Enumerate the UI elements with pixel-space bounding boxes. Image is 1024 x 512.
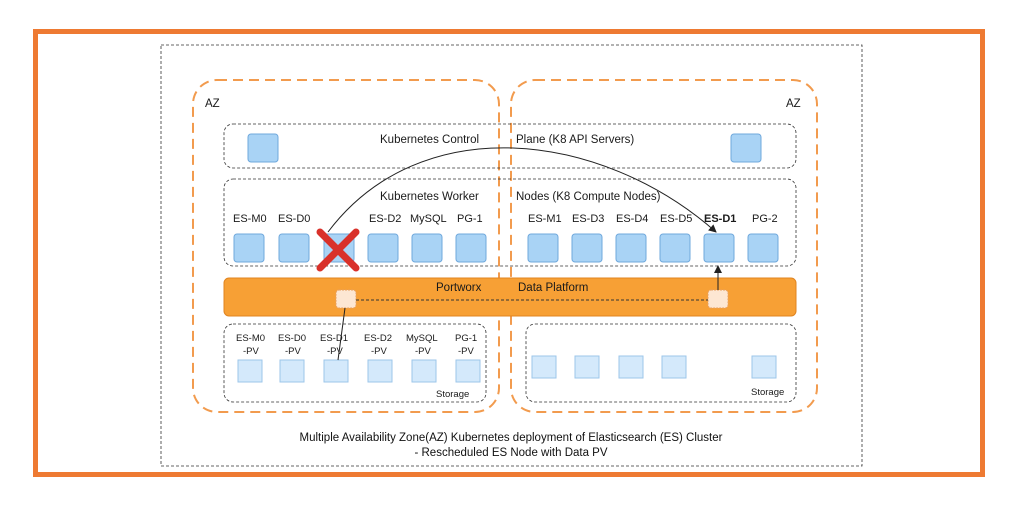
pv-label-es-d1: ES-D1-PV [320,333,348,357]
az-zone-left [192,79,500,413]
red-x-icon [316,228,360,272]
node-label-es-d5: ES-D5 [660,213,692,225]
outer-frame [33,29,985,477]
storage-label-right: Storage [751,387,784,398]
portworx-node-left [335,289,357,309]
caption-line-1: Multiple Availability Zone(AZ) Kubernete… [300,432,723,444]
worker-nodes-box [223,178,797,267]
storage-label-left: Storage [436,389,469,400]
portworx-platform-bar [223,277,797,317]
api-server-node-right [730,133,762,163]
node-label-es-d3: ES-D3 [572,213,604,225]
pv-pg-1 [455,359,481,383]
node-label-es-d1: ES-D1 [704,213,736,225]
worker-node-es-d1-rescheduled [703,233,735,263]
api-server-node-left [247,133,279,163]
node-label-pg-2: PG-2 [752,213,778,225]
diagram-border [160,44,863,467]
node-label-es-d2: ES-D2 [369,213,401,225]
worker-node-pg-2 [747,233,779,263]
node-label-es-d4: ES-D4 [616,213,648,225]
pv-right-2 [574,355,600,379]
pv-right-3 [618,355,644,379]
pv-detach-line [337,307,346,361]
az-zone-right [510,79,818,413]
pv-label-mysql: MySQL-PV [406,333,438,357]
pv-label-es-d2: ES-D2-PV [364,333,392,357]
platform-label-left: Portworx [436,282,482,294]
caption-line-2: - Rescheduled ES Node with Data PV [414,447,607,459]
pv-es-d0 [279,359,305,383]
pv-label-pg-1: PG-1-PV [455,333,477,357]
pv-mysql [411,359,437,383]
worker-node-es-d5 [659,233,691,263]
control-plane-label-left: Kubernetes Control [380,134,479,146]
az-label-right: AZ [786,98,801,110]
worker-node-mysql [411,233,443,263]
pv-es-d1 [323,359,349,383]
pv-right-4 [661,355,687,379]
pv-label-es-d0: ES-D0-PV [278,333,306,357]
portworx-node-right [707,289,729,309]
worker-node-pg-1 [455,233,487,263]
node-label-es-m1: ES-M1 [528,213,562,225]
pv-es-d2 [367,359,393,383]
pv-es-m0 [237,359,263,383]
worker-node-es-m0 [233,233,265,263]
az-label-left: AZ [205,98,220,110]
reschedule-arrow [327,147,717,233]
pv-right-1 [531,355,557,379]
worker-node-es-m1 [527,233,559,263]
control-plane-box [223,123,797,169]
control-plane-label-right: Plane (K8 API Servers) [516,134,634,146]
node-label-pg-1: PG-1 [457,213,483,225]
worker-node-es-d4 [615,233,647,263]
node-label-es-m0: ES-M0 [233,213,267,225]
worker-node-es-d2 [367,233,399,263]
node-label-es-d0: ES-D0 [278,213,310,225]
pv-label-es-m0: ES-M0-PV [236,333,265,357]
worker-label-left: Kubernetes Worker [380,191,479,203]
worker-node-es-d3 [571,233,603,263]
worker-label-right: Nodes (K8 Compute Nodes) [516,191,661,203]
storage-box-right [525,323,797,403]
storage-box-left [223,323,487,403]
worker-node-es-d0 [278,233,310,263]
node-label-mysql: MySQL [410,213,447,225]
pv-right-5 [751,355,777,379]
platform-label-right: Data Platform [518,282,588,294]
